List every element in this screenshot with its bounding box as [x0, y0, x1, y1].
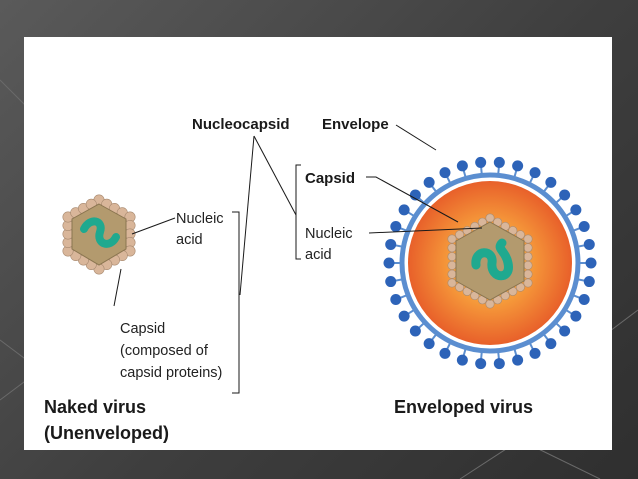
capsomere: [447, 269, 457, 279]
glycoprotein-spike: [529, 167, 541, 179]
capsomere: [523, 234, 533, 244]
glycoprotein-spike: [423, 338, 435, 350]
enveloped-virus: [383, 156, 597, 370]
label-nucleic-naked: Nucleic: [176, 211, 224, 227]
glycoprotein-spike: [456, 354, 468, 366]
glycoprotein-spike: [409, 325, 421, 337]
label-nucleic-enveloped: Nucleic: [305, 226, 353, 242]
capsomere: [447, 243, 457, 253]
label-capsid-enveloped: Capsid: [305, 170, 355, 187]
glycoprotein-spike: [583, 276, 595, 288]
capsomere: [447, 252, 457, 262]
label-capsid-naked-composed: (composed of: [120, 343, 209, 359]
caption-enveloped-virus: Enveloped virus: [394, 397, 533, 417]
capsomere: [523, 278, 533, 288]
glycoprotein-spike: [385, 276, 397, 288]
glycoprotein-spike: [585, 257, 597, 269]
glycoprotein-spike: [559, 325, 571, 337]
glycoprotein-spike: [398, 204, 410, 216]
glycoprotein-spike: [390, 293, 402, 305]
label-capsid-naked: Capsid: [120, 321, 165, 337]
glycoprotein-spike: [583, 238, 595, 250]
glycoprotein-spike: [475, 156, 487, 168]
capsomere: [485, 213, 495, 223]
glycoprotein-spike: [390, 221, 402, 233]
label-acid-enveloped: acid: [305, 247, 332, 263]
glycoprotein-spike: [570, 204, 582, 216]
slide-panel: Nucleocapsid Envelope Capsid Nucleic aci…: [24, 37, 612, 450]
glycoprotein-spike: [423, 176, 435, 188]
leader-lines: [113, 124, 483, 394]
envelope-spikes: [383, 156, 597, 370]
glycoprotein-spike: [529, 347, 541, 359]
capsomere: [447, 260, 457, 270]
caption-unenveloped: (Unenveloped): [44, 423, 169, 443]
capsomere: [447, 234, 457, 244]
capsomere: [523, 252, 533, 262]
label-acid-naked: acid: [176, 232, 203, 248]
glycoprotein-spike: [409, 189, 421, 201]
glycoprotein-spike: [545, 338, 557, 350]
glycoprotein-spike: [512, 354, 524, 366]
glycoprotein-spike: [385, 238, 397, 250]
naked-virus: [62, 194, 136, 275]
capsomere: [485, 299, 495, 309]
label-nucleocapsid: Nucleocapsid: [192, 116, 290, 133]
glycoprotein-spike: [383, 257, 395, 269]
capsomere: [447, 278, 457, 288]
glycoprotein-spike: [493, 358, 505, 370]
glycoprotein-spike: [578, 293, 590, 305]
glycoprotein-spike: [545, 176, 557, 188]
label-capsid-naked-proteins: capsid proteins): [120, 365, 222, 381]
glycoprotein-spike: [570, 310, 582, 322]
glycoprotein-spike: [512, 160, 524, 172]
glycoprotein-spike: [475, 358, 487, 370]
label-envelope: Envelope: [322, 116, 389, 133]
glycoprotein-spike: [456, 160, 468, 172]
naked-nucleic-acid: [80, 217, 120, 248]
glycoprotein-spike: [559, 189, 571, 201]
virus-diagram: Nucleocapsid Envelope Capsid Nucleic aci…: [44, 116, 597, 443]
capsomere: [523, 243, 533, 253]
capsomere: [523, 260, 533, 270]
glycoprotein-spike: [398, 310, 410, 322]
glycoprotein-spike: [578, 221, 590, 233]
glycoprotein-spike: [493, 156, 505, 168]
caption-naked-virus: Naked virus: [44, 397, 146, 417]
glycoprotein-spike: [439, 347, 451, 359]
glycoprotein-spike: [439, 167, 451, 179]
capsomere: [523, 269, 533, 279]
enveloped-nucleic-acid: [471, 238, 513, 281]
